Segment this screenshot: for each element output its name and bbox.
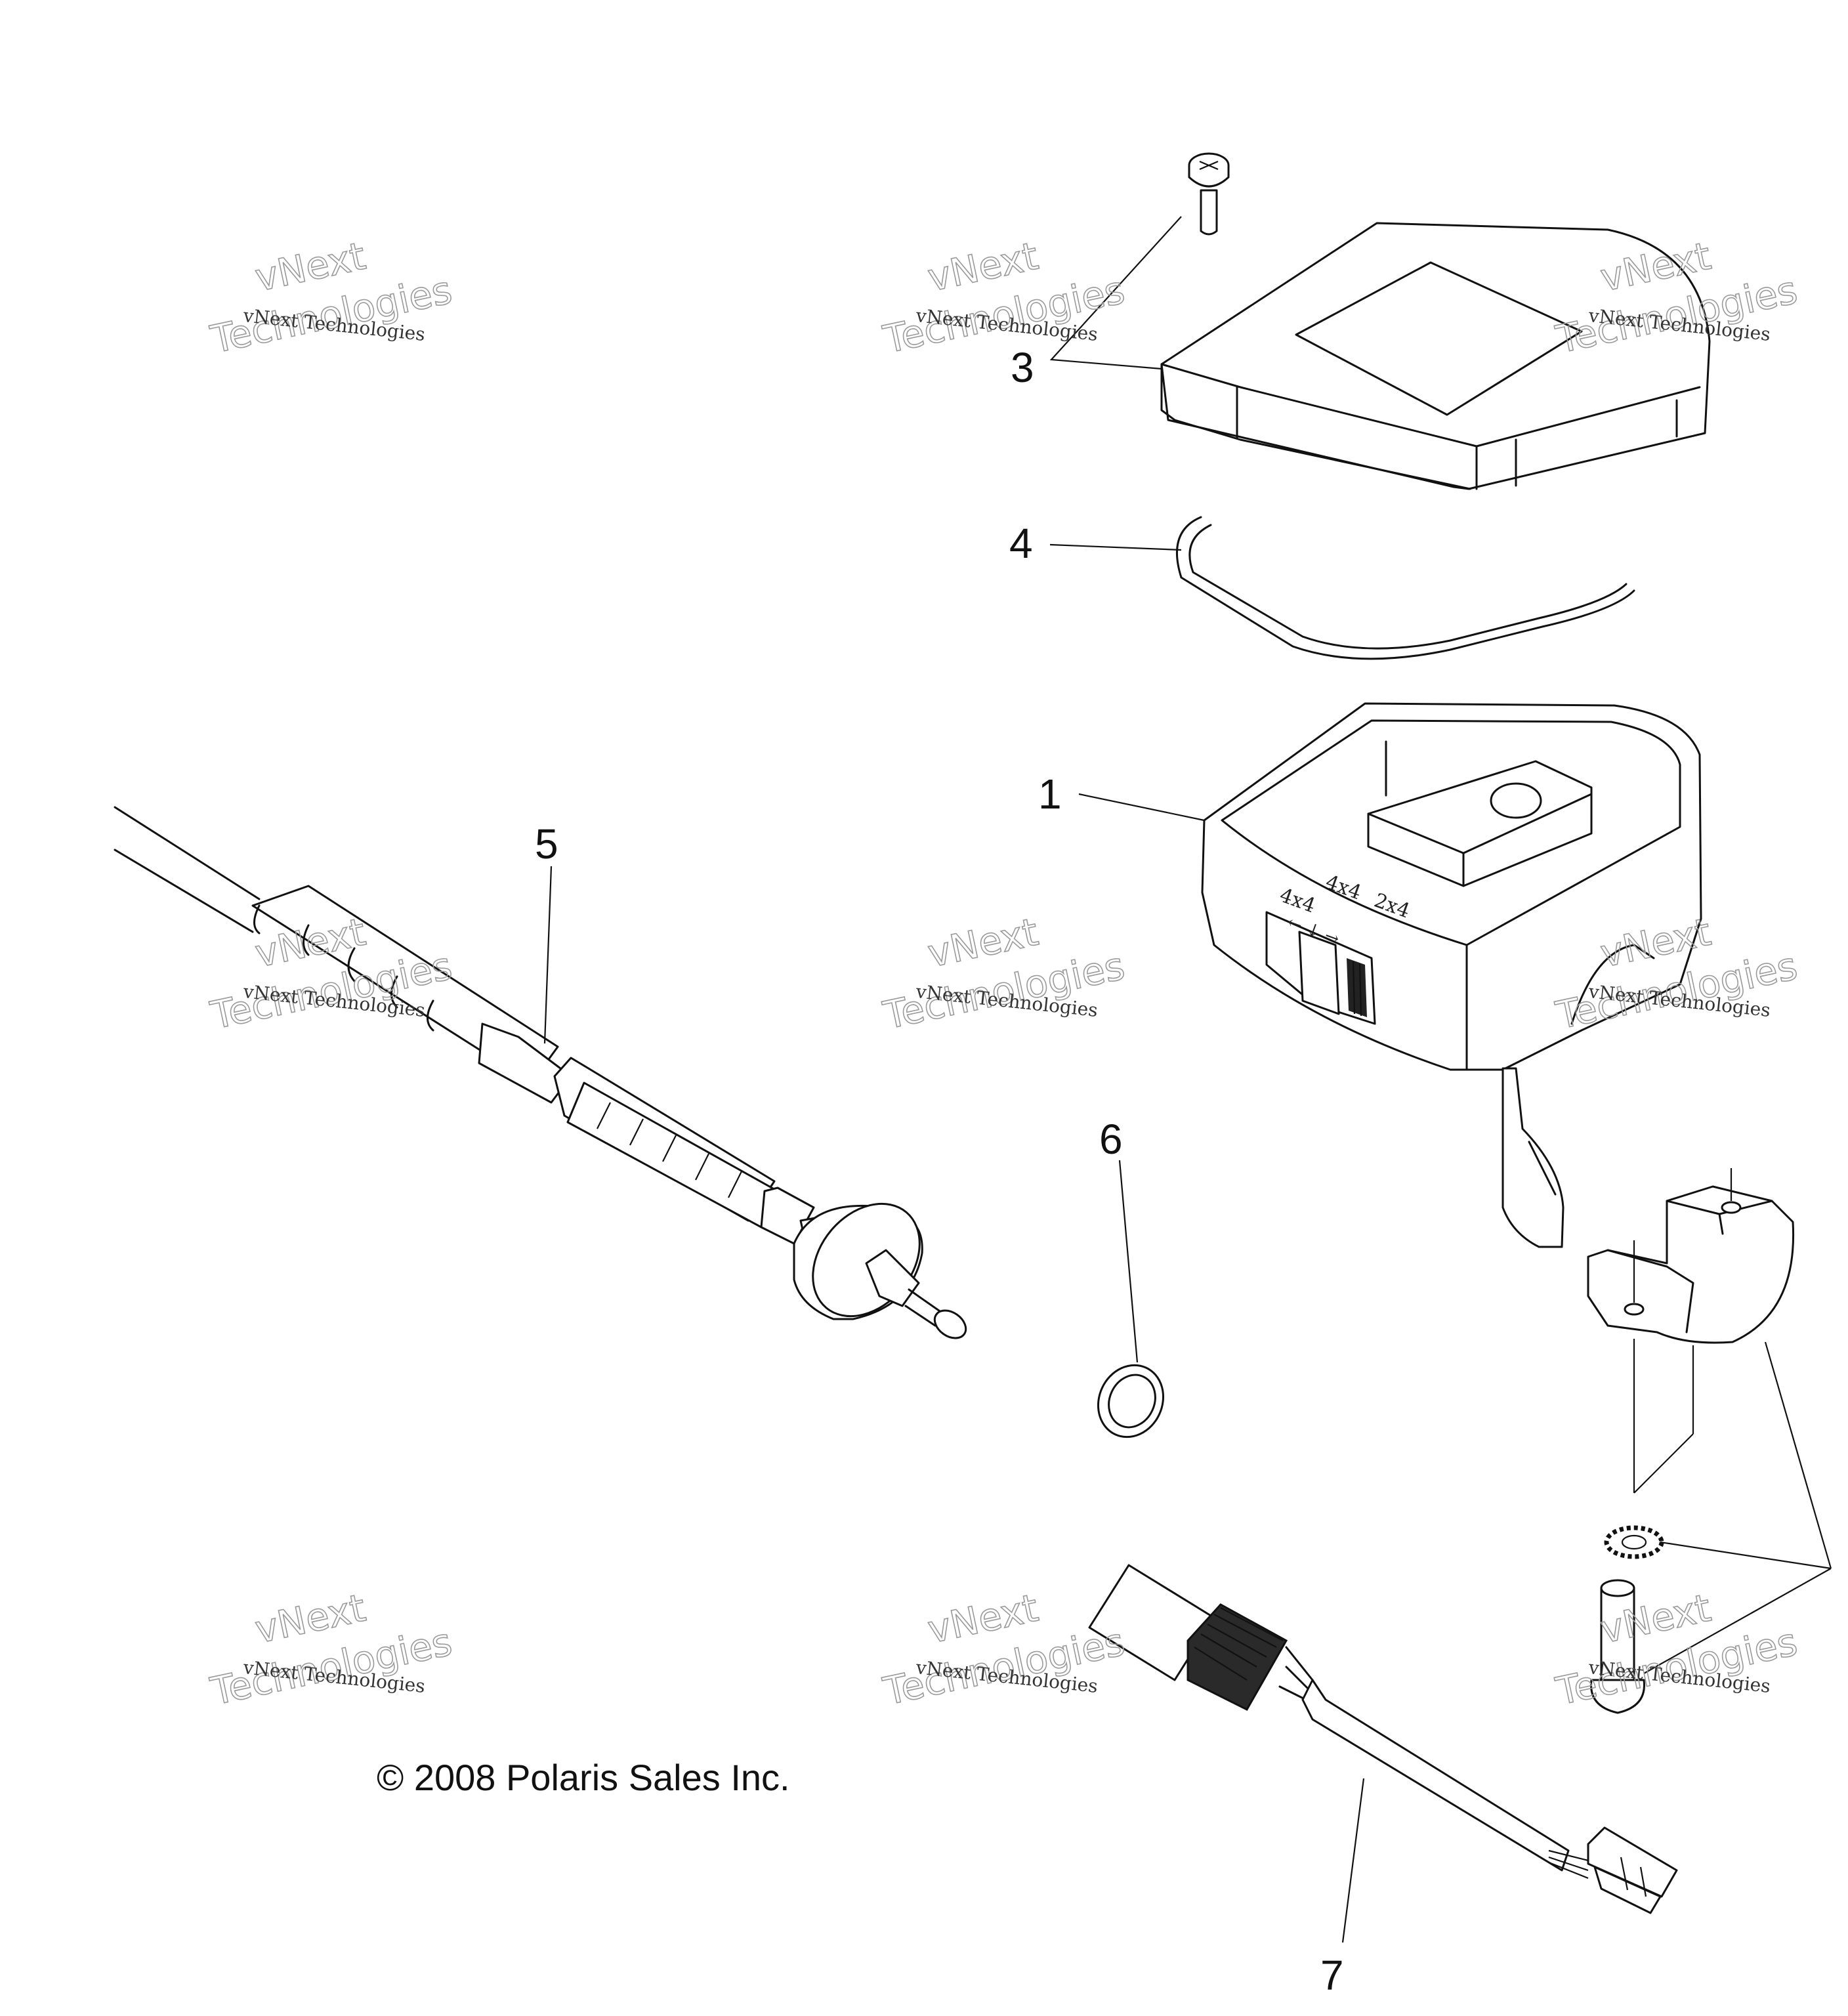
copyright-notice: © 2008 Polaris Sales Inc. [377,1757,790,1798]
leaders-clamp [1633,1339,1832,1674]
lock-washer [1604,1525,1664,1559]
part-4-seal [1176,516,1635,660]
part-6-washer [1097,1364,1165,1438]
part-1-housing [1201,702,1702,1248]
leader-7 [1341,1778,1365,1943]
callout-5: 5 [535,820,558,868]
callout-3: 3 [1011,344,1034,391]
part-5-cable [114,806,967,1339]
callout-4: 4 [1009,520,1033,567]
leader-6 [1118,1160,1139,1363]
callout-1: 1 [1038,770,1062,818]
leader-5 [543,866,553,1044]
leader-1 [1078,793,1205,822]
callout-6: 6 [1099,1116,1123,1163]
clamp [1587,1168,1795,1344]
leader-4 [1049,543,1182,551]
part-3-cover [1160,222,1711,490]
part-3-screw [1188,152,1230,236]
callout-7: 7 [1320,1952,1344,1999]
clamp-screw [1590,1579,1645,1714]
leader-3 [1049,216,1182,370]
part-7-harness [1088,1564,1678,1914]
